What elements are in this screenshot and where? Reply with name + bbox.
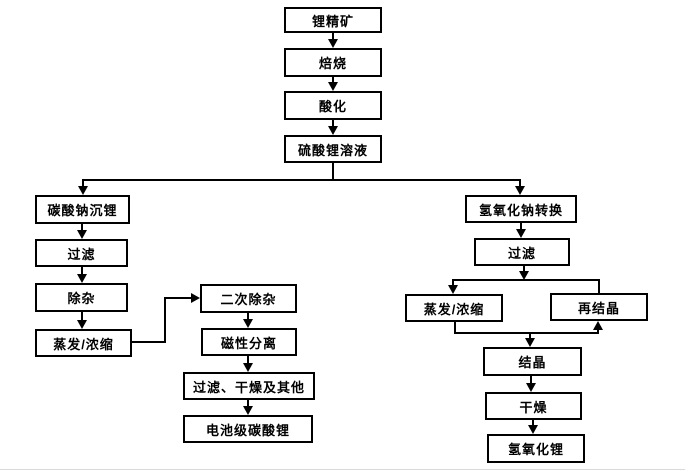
flow-connector-segment	[247, 313, 249, 320]
node-crystallization: 结晶	[483, 347, 582, 376]
node-evaporation-concentration-right: 蒸发/浓缩	[405, 294, 503, 322]
flow-connector-segment	[164, 297, 166, 343]
node-evaporation-concentration-left: 蒸发/浓缩	[35, 329, 132, 357]
node-roasting: 焙烧	[284, 48, 382, 77]
flow-arrowhead	[77, 274, 87, 283]
node-filtration-left: 过滤	[35, 239, 128, 267]
flow-arrowhead	[243, 406, 253, 415]
flow-arrowhead	[528, 425, 538, 434]
flow-connector-segment	[332, 33, 334, 40]
flow-connector-segment	[81, 224, 83, 231]
flow-connector-segment	[81, 267, 83, 275]
flow-connector-segment	[523, 266, 525, 272]
node-lithium-concentrate: 锂精矿	[284, 7, 382, 33]
flow-connector-segment	[247, 400, 249, 407]
flow-connector-segment	[598, 279, 600, 293]
flow-connector-segment	[454, 322, 456, 334]
node-drying: 干燥	[485, 392, 582, 420]
flow-connector-segment	[166, 297, 191, 299]
flow-arrowhead	[243, 363, 253, 372]
node-impurity-removal: 除杂	[35, 283, 128, 312]
flow-arrowhead	[328, 82, 338, 91]
node-acidification: 酸化	[284, 91, 382, 120]
flow-connector-segment	[454, 332, 599, 334]
flow-connector-segment	[332, 77, 334, 83]
flow-arrowhead	[526, 383, 536, 392]
flow-connector-segment	[82, 179, 84, 188]
node-lithium-hydroxide: 氢氧化锂	[487, 434, 585, 463]
flow-arrowhead	[77, 230, 87, 239]
flow-connector-segment	[597, 329, 599, 334]
flow-connector-segment	[332, 120, 334, 127]
flow-arrowhead	[516, 229, 526, 238]
flow-connector-segment	[332, 163, 334, 181]
flow-arrowhead	[519, 271, 529, 280]
node-recrystallization: 再结晶	[550, 293, 648, 321]
flow-connector-segment	[247, 356, 249, 364]
flow-arrowhead	[515, 186, 525, 195]
flow-arrowhead	[525, 338, 535, 347]
node-magnetic-separation: 磁性分离	[201, 328, 297, 356]
node-filtration-right: 过滤	[474, 238, 570, 266]
flow-connector-segment	[453, 279, 600, 281]
flow-arrowhead	[328, 126, 338, 135]
flow-arrowhead	[78, 186, 88, 195]
flow-arrowhead	[243, 319, 253, 328]
flow-arrowhead	[191, 293, 200, 303]
node-sodium-carbonate-precipitation: 碳酸钠沉锂	[35, 195, 130, 224]
flow-arrowhead	[77, 320, 87, 329]
flow-connector-segment	[452, 279, 454, 286]
flow-connector-segment	[532, 420, 534, 426]
flow-connector-segment	[529, 332, 531, 339]
flow-connector-segment	[81, 312, 83, 321]
flow-arrowhead	[328, 39, 338, 48]
flow-connector-segment	[132, 341, 166, 343]
node-sodium-hydroxide-conversion: 氢氧化钠转换	[465, 195, 577, 223]
node-lithium-sulfate-solution: 硫酸锂溶液	[284, 135, 382, 163]
node-secondary-impurity-removal: 二次除杂	[200, 284, 297, 313]
flow-arrowhead	[448, 285, 458, 294]
flow-arrowhead	[593, 321, 603, 330]
flow-connector-segment	[519, 179, 521, 188]
node-filtration-drying-others: 过滤、干燥及其他	[183, 372, 315, 400]
flow-connector-segment	[82, 179, 520, 181]
flow-connector-segment	[520, 223, 522, 230]
flow-connector-segment	[530, 376, 532, 384]
node-battery-grade-lithium-carbonate: 电池级碳酸锂	[183, 415, 313, 443]
